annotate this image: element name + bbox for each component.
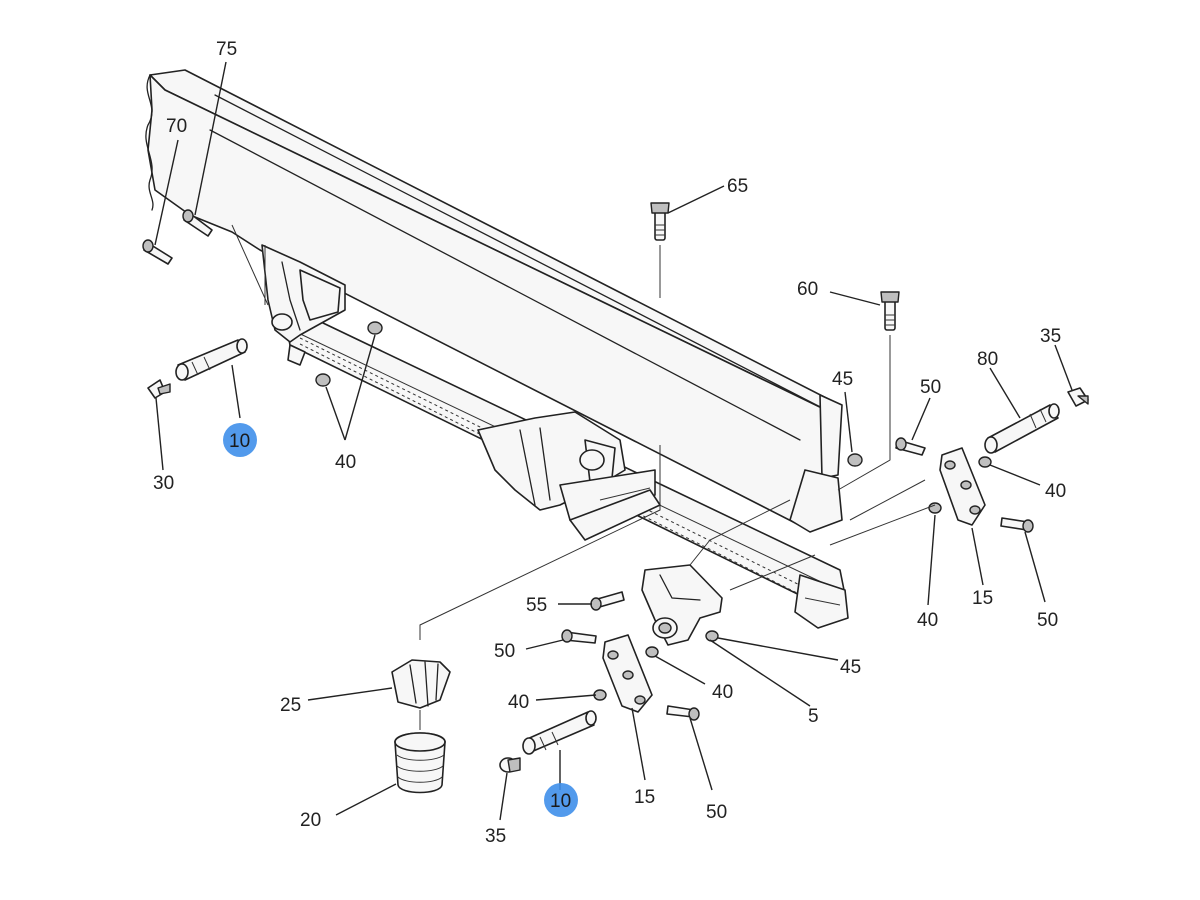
bolt-50-upper-right xyxy=(1000,517,1034,533)
frame-rail xyxy=(145,69,843,533)
highlight-badge-10-upper[interactable] xyxy=(223,423,257,457)
callout-40-center[interactable]: 40 xyxy=(335,452,356,473)
callout-40-shackle-right[interactable]: 40 xyxy=(1045,481,1066,502)
callout-15-upper[interactable]: 15 xyxy=(972,588,993,609)
callout-35-upper[interactable]: 35 xyxy=(1040,326,1061,347)
rear-hanger-bracket xyxy=(641,564,723,646)
callout-65[interactable]: 65 xyxy=(727,176,748,197)
callout-80[interactable]: 80 xyxy=(977,349,998,370)
shackle-plate-lower xyxy=(602,634,653,713)
callout-10-lower[interactable]: 10 xyxy=(550,791,571,812)
callout-70[interactable]: 70 xyxy=(166,116,187,137)
spring-pin-10-upper xyxy=(175,338,248,381)
callout-30[interactable]: 30 xyxy=(153,473,174,494)
callout-20[interactable]: 20 xyxy=(300,810,321,831)
nut-40-shackle-lower xyxy=(593,646,659,701)
spring-pin-80 xyxy=(984,403,1060,454)
center-equalizer-bracket xyxy=(477,411,661,541)
grease-fitting-30 xyxy=(147,379,171,399)
callout-50-right[interactable]: 50 xyxy=(1037,610,1058,631)
callout-50-upper[interactable]: 50 xyxy=(920,377,941,398)
callout-15-lower[interactable]: 15 xyxy=(634,787,655,808)
callout-45-lower[interactable]: 45 xyxy=(840,657,861,678)
callout-5[interactable]: 5 xyxy=(808,706,819,727)
bolt-70 xyxy=(142,239,173,265)
shackle-plate-upper xyxy=(939,447,986,526)
callout-35-lower[interactable]: 35 xyxy=(485,826,506,847)
bolt-60 xyxy=(880,291,900,331)
bolt-55 xyxy=(590,591,625,611)
highlight-badge-10-lower[interactable] xyxy=(544,783,578,817)
callout-60[interactable]: 60 xyxy=(797,279,818,300)
bolt-50-lower-left xyxy=(561,629,597,644)
callout-45-upper[interactable]: 45 xyxy=(832,369,853,390)
nut-40-center xyxy=(315,321,383,387)
callout-55[interactable]: 55 xyxy=(526,595,547,616)
callout-75[interactable]: 75 xyxy=(216,39,237,60)
callout-50-lower[interactable]: 50 xyxy=(706,802,727,823)
bumper-bracket-25 xyxy=(391,659,451,709)
callout-10-upper[interactable]: 10 xyxy=(229,431,250,452)
leader-lines xyxy=(154,61,1073,821)
callout-25[interactable]: 25 xyxy=(280,695,301,716)
grease-fitting-35-upper xyxy=(1067,387,1089,407)
assembly-centerlines xyxy=(231,224,936,730)
nut-45-lower xyxy=(705,630,719,642)
bolt-65 xyxy=(650,202,670,241)
rubber-bumper-20 xyxy=(394,732,446,794)
callout-40-lower-right[interactable]: 40 xyxy=(712,682,733,703)
bolt-75 xyxy=(182,209,213,237)
nut-40-shackle-upper xyxy=(928,456,992,514)
grease-fitting-35-lower xyxy=(499,757,521,773)
nut-45-upper xyxy=(847,453,863,467)
callout-40-lower-left[interactable]: 40 xyxy=(508,692,529,713)
callout-40-shackle-left[interactable]: 40 xyxy=(917,610,938,631)
callout-50-left[interactable]: 50 xyxy=(494,641,515,662)
spring-pin-10-lower xyxy=(522,710,597,755)
front-hanger-bracket xyxy=(261,244,346,366)
bolt-50-upper-left xyxy=(895,437,926,456)
callout-labels: 75 70 65 60 45 50 80 35 40 10 30 40 40 1… xyxy=(153,39,1066,847)
bolt-50-lower-right xyxy=(666,705,700,721)
